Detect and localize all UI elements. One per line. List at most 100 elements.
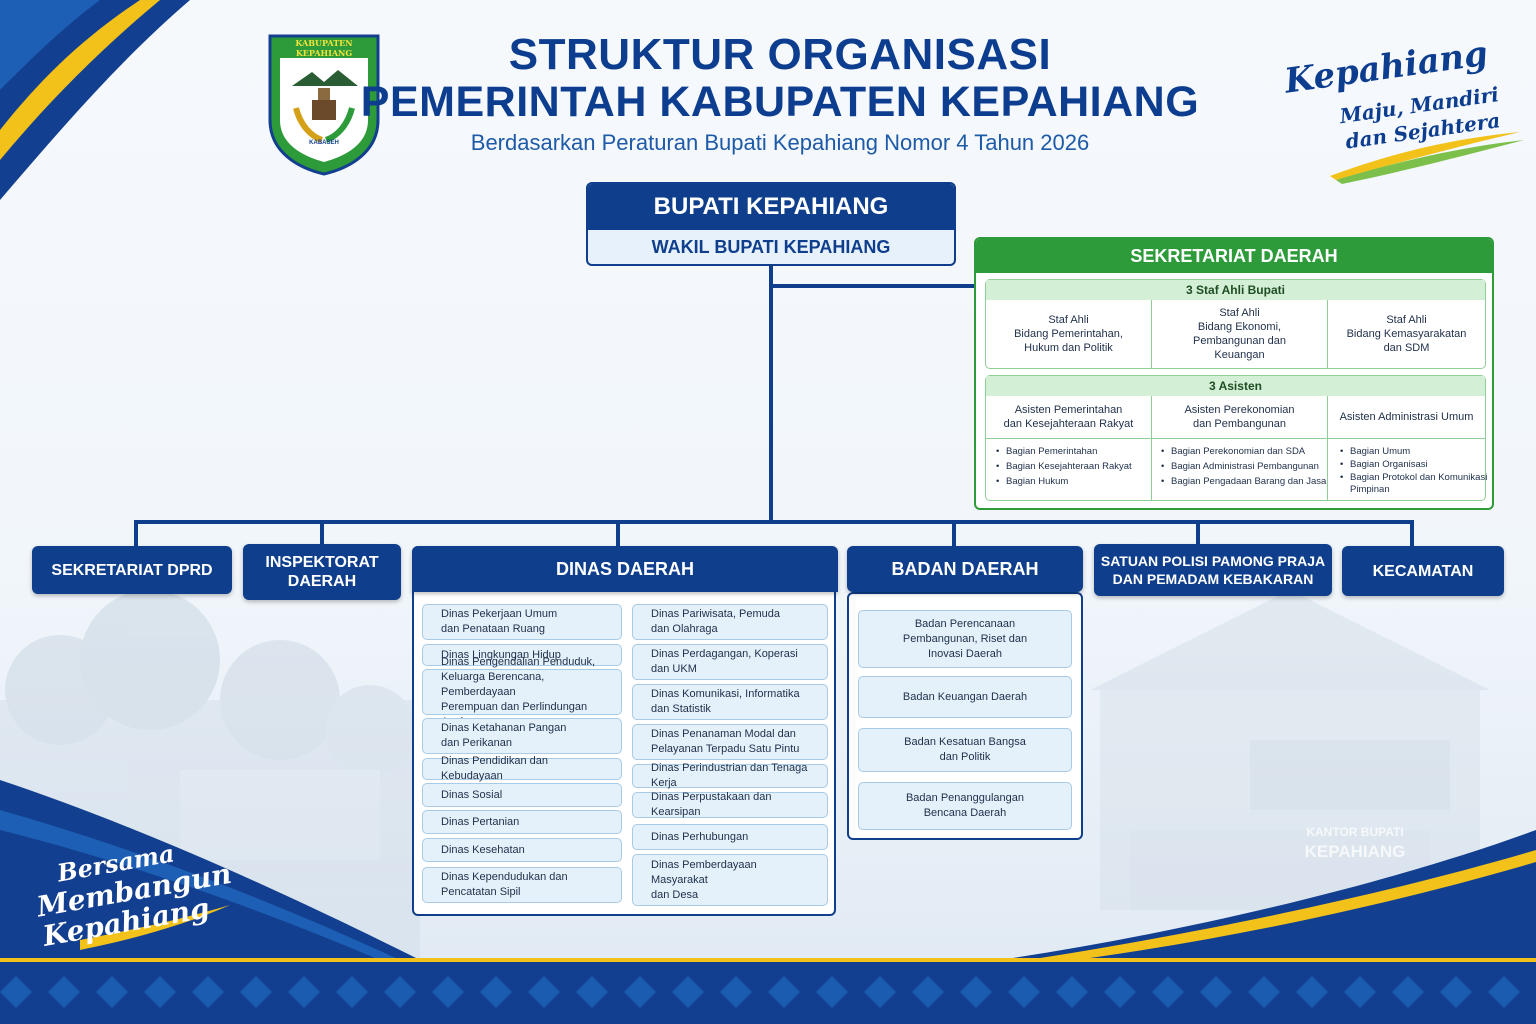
list-item-line: Dinas Perindustrian dan Tenaga Kerja	[651, 762, 808, 789]
staf-ahli-line: dan SDM	[1383, 342, 1430, 354]
list-item: Dinas Perhubungan	[632, 824, 828, 850]
list-item: Dinas Komunikasi, Informatika dan Statist…	[632, 684, 828, 720]
bupati-box: BUPATI KEPAHIANG WAKIL BUPATI KEPAHIANG	[586, 182, 956, 266]
list-item-line: Dinas Sosial	[441, 788, 503, 801]
inspektorat-line2: DAERAH	[287, 573, 357, 590]
list-item-line: Keluarga Berencana, Pemberdayaan	[441, 670, 545, 698]
bagian-item: Bagian Protokol dan Komunikasi	[1340, 472, 1487, 484]
bagian-item: Bagian Organisasi	[1340, 459, 1428, 471]
staf-ahli-line: Staf Ahli	[1386, 314, 1427, 326]
list-item-line: dan Politik	[939, 751, 991, 763]
list-item-line: Dinas Pariwisata, Pemuda	[651, 608, 781, 620]
staf-ahli-line: Bidang Kemasyarakatan	[1346, 328, 1467, 340]
list-item-line: dan Penataan Ruang	[441, 623, 545, 635]
list-item: Dinas Pendidikan dan Kebudayaan	[422, 755, 622, 782]
list-item: Dinas Perpustakaan dan Kearsipan	[632, 791, 828, 818]
list-item-line: Dinas Pemberdayaan Masyarakat	[651, 858, 757, 886]
asisten-administrasi: Asisten Administrasi Umum	[1328, 398, 1485, 436]
staf-ahli-line: Bidang Ekonomi,	[1197, 321, 1282, 333]
list-item: Dinas Sosial	[422, 783, 622, 807]
subtitle: Berdasarkan Peraturan Bupati Kepahiang N…	[470, 130, 1090, 155]
asisten-pemerintahan: Asisten Pemerintahan dan Kesejahteraan Ra…	[986, 398, 1151, 436]
bagian-item: Bagian Administrasi Pembangunan	[1161, 461, 1319, 473]
staf-ahli-line: Keuangan	[1214, 349, 1265, 361]
list-item-line: Pembangunan, Riset dan	[902, 632, 1028, 645]
badan-daerah-title: BADAN DAERAH	[847, 546, 1083, 592]
list-item: Dinas Pertanian	[422, 810, 622, 834]
list-item-line: Dinas Kependudukan dan	[441, 871, 568, 883]
list-item-line: Dinas Penanaman Modal dan	[651, 728, 796, 740]
list-item-line: Dinas Pertanian	[441, 815, 520, 828]
asisten-line: Asisten Administrasi Umum	[1339, 411, 1474, 423]
staf-ahli-line: Staf Ahli	[1048, 314, 1089, 326]
staf-ahli-divider	[1327, 300, 1328, 368]
list-item-line: Dinas Komunikasi, Informatika	[651, 688, 800, 700]
bagian-item: Bagian Kesejahteraan Rakyat	[996, 461, 1132, 473]
list-item: Dinas Perdagangan, Koperasi dan UKM	[632, 644, 828, 680]
list-item-line: dan Perikanan	[441, 737, 512, 749]
list-item-line: Dinas Lingkungan Hidup	[441, 648, 561, 661]
asisten-line: Asisten Perekonomian	[1184, 404, 1295, 416]
building-sign: KANTOR BUPATI KEPAHIANG	[1290, 822, 1420, 862]
list-item: Dinas Ketahanan Pangan dan Perikanan	[422, 718, 622, 754]
logo-text: KABUPATEN KEPAHIANG	[295, 38, 353, 58]
asisten-line: dan Kesejahteraan Rakyat	[1003, 418, 1134, 430]
list-item-line: Dinas Perdagangan, Koperasi	[651, 648, 798, 660]
list-item-line: Dinas Perpustakaan dan Kearsipan	[651, 791, 772, 818]
list-item-line: dan Statistik	[651, 703, 711, 715]
satpol-line2: DAN PEMADAM KEBAKARAN	[1112, 571, 1314, 587]
list-item-line: Dinas Pekerjaan Umum	[441, 608, 558, 620]
list-item-line: dan Desa	[651, 888, 699, 901]
list-item-line: Dinas Pengendalian Penduduk,	[441, 655, 596, 668]
list-item-line: dan UKM	[651, 663, 697, 675]
list-item-line: Inovasi Daerah	[928, 647, 1002, 660]
list-item-line: Badan Keuangan Daerah	[902, 690, 1028, 703]
list-item: Dinas Kesehatan	[422, 838, 622, 862]
staf-ahli-divider	[1151, 300, 1152, 368]
asisten-row-divider	[986, 438, 1485, 439]
staf-ahli-title: 3 Staf Ahli Bupati	[986, 280, 1485, 300]
bagian-item: Bagian Hukum	[996, 476, 1068, 488]
kecamatan-box: KECAMATAN	[1342, 546, 1504, 596]
bagian-item: Bagian Pengadaan Barang dan Jasa	[1161, 476, 1326, 488]
list-item-line: Badan Perencanaan	[914, 617, 1016, 630]
list-item: Dinas Pemberdayaan Masyarakat dan Desa	[632, 854, 828, 906]
list-item-line: Badan Penanggulangan	[905, 792, 1025, 804]
list-item-line: Dinas Pendidikan dan Kebudayaan	[441, 755, 549, 782]
satpol-line1: SATUAN POLISI PAMONG PRAJA	[1100, 553, 1326, 569]
staf-ahli-line: Hukum dan Politik	[1024, 342, 1113, 354]
staf-ahli-line: Bidang Pemerintahan,	[1014, 328, 1123, 340]
list-item: Badan Keuangan Daerah	[858, 676, 1072, 718]
regency-logo: KABUPATEN KEPAHIANG KABASEH	[266, 28, 382, 176]
building-sign-line2: KEPAHIANG	[1304, 842, 1406, 861]
list-item-line: Badan Kesatuan Bangsa	[904, 736, 1026, 748]
asisten-divider	[1151, 396, 1152, 500]
logo-ribbon: KABASEH	[309, 140, 339, 146]
list-item-line: Dinas Kesehatan	[441, 843, 525, 856]
list-item: Dinas Lingkungan Hidup	[422, 644, 622, 666]
sekretariat-dprd-box: SEKRETARIAT DPRD	[32, 546, 232, 594]
list-item-line: Pencatatan Sipil	[441, 886, 521, 898]
list-item: Dinas Pengendalian Penduduk, Keluarga Ber…	[422, 656, 622, 728]
list-item-line: Dinas Ketahanan Pangan	[441, 722, 567, 734]
asisten-line: Asisten Pemerintahan	[1014, 404, 1123, 416]
asisten-title: 3 Asisten	[986, 376, 1485, 396]
list-item-line: Pelayanan Terpadu Satu Pintu	[651, 743, 800, 755]
staf-ahli-line: Pembangunan dan	[1193, 335, 1286, 347]
wakil-bupati-title: WAKIL BUPATI KEPAHIANG	[651, 236, 891, 257]
asisten-divider	[1327, 396, 1328, 500]
list-item: Badan Kesatuan Bangsa dan Politik	[858, 728, 1072, 772]
dinas-daerah-title: DINAS DAERAH	[412, 546, 838, 592]
bagian-item: Bagian Perekonomian dan SDA	[1161, 446, 1305, 458]
sekretariat-daerah-title: SEKRETARIAT DAERAH	[976, 239, 1492, 273]
